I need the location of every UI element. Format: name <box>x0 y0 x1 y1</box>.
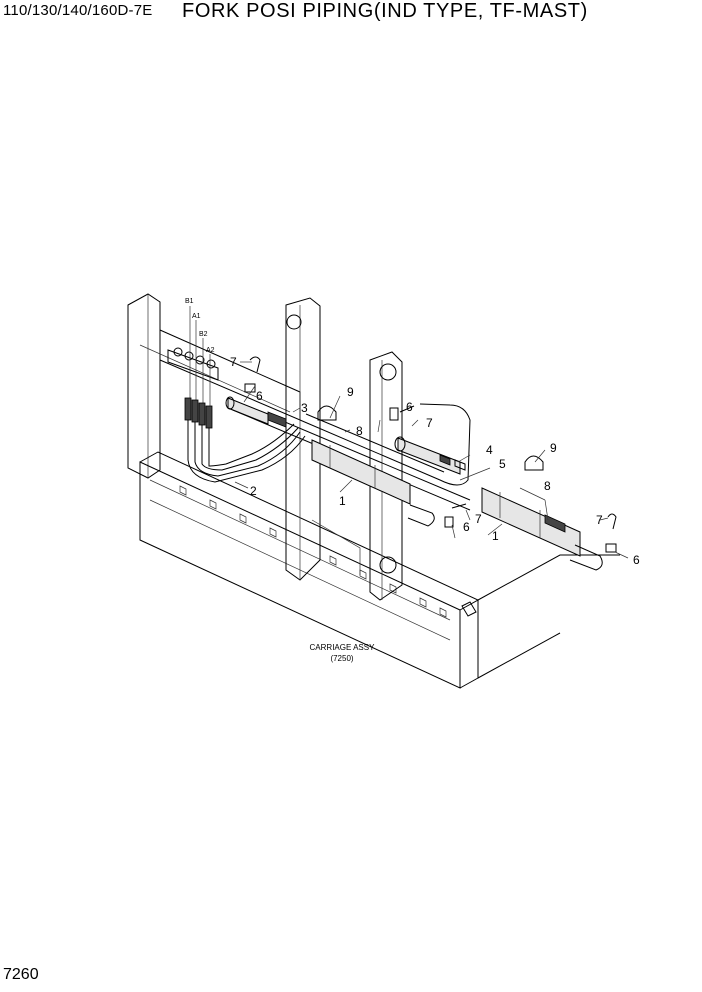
callout-6: 6 <box>633 553 640 567</box>
callout-2: 2 <box>250 484 257 498</box>
callout-9: 9 <box>550 441 557 455</box>
callout-8: 8 <box>356 424 363 438</box>
port-label-b2: B2 <box>199 331 208 338</box>
hose-bundle <box>184 397 306 483</box>
callouts: 7 6 3 9 8 2 1 7 6 4 5 9 8 7 6 1 7 6 <box>230 355 640 567</box>
callout-7: 7 <box>230 355 237 369</box>
callout-1: 1 <box>492 529 499 543</box>
callout-7: 7 <box>426 416 433 430</box>
leader-lines <box>234 361 629 559</box>
small-parts <box>244 356 617 553</box>
carriage-label-name: CARRIAGE ASSY <box>310 643 376 652</box>
callout-7: 7 <box>475 512 482 526</box>
port-label-a2: A2 <box>206 347 215 354</box>
callout-6: 6 <box>256 389 263 403</box>
mast-plates <box>285 297 403 601</box>
callout-5: 5 <box>499 457 506 471</box>
carriage-label-ref: (7250) <box>330 654 353 663</box>
port-label-b1: B1 <box>185 298 194 305</box>
callout-6: 6 <box>463 520 470 534</box>
carriage-assy-label: CARRIAGE ASSY (7250) <box>310 643 376 663</box>
callout-1: 1 <box>339 494 346 508</box>
port-label-a1: A1 <box>192 313 201 320</box>
callout-8: 8 <box>544 479 551 493</box>
port-block <box>167 306 219 406</box>
carriage-frame <box>127 293 620 689</box>
cylinders-and-tubes <box>225 396 603 571</box>
callout-9: 9 <box>347 385 354 399</box>
callout-4: 4 <box>486 443 493 457</box>
page-title: FORK POSI PIPING(IND TYPE, TF-MAST) <box>182 0 588 22</box>
port-labels: B1 A1 B2 A2 <box>185 298 215 354</box>
callout-7: 7 <box>596 513 603 527</box>
model-code: 110/130/140/160D-7E <box>3 2 153 19</box>
callout-3: 3 <box>301 401 308 415</box>
page-number: 7260 <box>3 966 39 983</box>
callout-6: 6 <box>406 400 413 414</box>
